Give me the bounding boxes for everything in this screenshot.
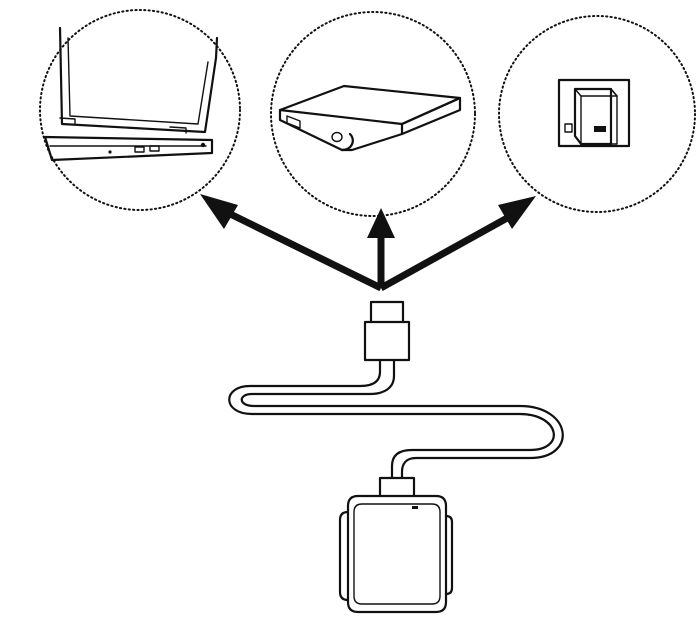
wall-adapter-callout-circle: [498, 15, 696, 213]
wall-adapter-callout: [498, 15, 696, 213]
laptop-callout-circle: [39, 9, 241, 211]
arrow-to-laptop: [200, 194, 383, 292]
arrow-to-wall-adapter: [379, 196, 536, 292]
wall-adapter-icon: [557, 78, 631, 148]
charging-cable: [228, 358, 564, 494]
power-bank-callout: [270, 11, 476, 217]
laptop-icon: [43, 26, 219, 162]
smartwatch-charging-cradle-icon: [338, 476, 454, 614]
arrow-to-power-bank: [367, 208, 395, 288]
laptop-callout: [39, 9, 241, 211]
power-bank-icon: [278, 84, 462, 152]
power-bank-callout-circle: [270, 11, 476, 217]
usb-plug-icon: [363, 300, 411, 362]
